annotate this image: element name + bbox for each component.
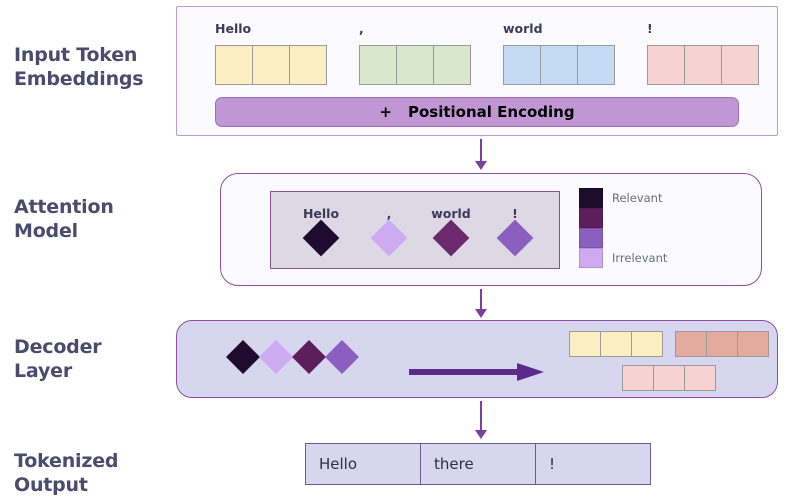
input-token-embeddings-panel: Hello, world! + Positional Encoding (176, 6, 778, 136)
attention-token-label: ! (512, 206, 518, 221)
attention-token: ! (483, 206, 547, 257)
arrow-decoder-to-output (474, 401, 488, 441)
attention-diamond-icon (370, 219, 408, 257)
embedding-cell (684, 45, 722, 85)
decoder-diamond-row (226, 340, 359, 374)
decoder-diamond-icon (292, 340, 326, 374)
decoder-diamond-icon (226, 340, 260, 374)
legend-row: Irrelevant (579, 248, 749, 268)
legend-row: Relevant (579, 188, 749, 208)
embedding-cell (647, 45, 685, 85)
arrow-input-to-attention (474, 139, 488, 171)
attention-token: Hello (289, 206, 353, 257)
embedding-cell (252, 45, 290, 85)
decoder-output-cell (622, 365, 654, 391)
input-token-embedding-group (215, 45, 327, 85)
input-token-label: world (503, 21, 543, 36)
attention-token-label: world (431, 206, 471, 221)
attention-diamond-icon (302, 219, 340, 257)
embedding-cell (503, 45, 541, 85)
input-token-label: ! (647, 21, 653, 36)
output-token-cell: there (420, 443, 536, 485)
output-token-cell: ! (535, 443, 651, 485)
input-token-embedding-group (647, 45, 759, 85)
decoder-output-cell (706, 331, 738, 357)
input-token-embedding-group (359, 45, 471, 85)
embedding-cell (215, 45, 253, 85)
decoder-output-cell (600, 331, 632, 357)
legend-swatch (579, 208, 603, 228)
embedding-cell (433, 45, 471, 85)
legend-swatch (579, 188, 603, 208)
legend-label: Irrelevant (612, 251, 668, 265)
decoder-output-cell (631, 331, 663, 357)
embedding-cell (396, 45, 434, 85)
input-token-embedding-group (503, 45, 615, 85)
decoder-output-group (675, 331, 769, 357)
legend-label: Relevant (612, 191, 663, 205)
attention-token: world (419, 206, 483, 257)
decoder-layer-panel (176, 320, 778, 398)
decoder-output-group (622, 365, 716, 391)
input-token-label: Hello (215, 21, 252, 36)
attention-token-box: Hello, world! (270, 191, 560, 269)
decoder-output-cell (653, 365, 685, 391)
positional-encoding-plus-sign: + (379, 103, 392, 121)
arrow-attention-to-decoder (474, 289, 488, 319)
legend-swatch (579, 248, 603, 268)
decoder-diamond-icon (259, 340, 293, 374)
attention-diamond-icon (496, 219, 534, 257)
legend-row (579, 208, 749, 228)
decoder-diamond-icon (325, 340, 359, 374)
legend-row (579, 228, 749, 248)
decoder-output-cell (569, 331, 601, 357)
attention-token-label: Hello (302, 206, 340, 221)
attention-token: , (357, 206, 421, 257)
decoder-output-group (569, 331, 663, 357)
output-token-cell: Hello (305, 443, 421, 485)
positional-encoding-bar: + Positional Encoding (215, 97, 739, 127)
embedding-cell (540, 45, 578, 85)
decoder-output-cell (684, 365, 716, 391)
embedding-cell (721, 45, 759, 85)
legend-swatch (579, 228, 603, 248)
positional-encoding-label: Positional Encoding (408, 103, 575, 121)
input-token-label: , (359, 21, 364, 36)
decoder-output-cell (737, 331, 769, 357)
attention-diamond-icon (432, 219, 470, 257)
embedding-cell (289, 45, 327, 85)
attention-token-label: , (386, 206, 392, 221)
decoder-right-arrow-icon (409, 363, 544, 381)
embedding-cell (577, 45, 615, 85)
section-label-tokenized-output: Tokenized Output (14, 450, 119, 496)
decoder-output-cell (675, 331, 707, 357)
embedding-cell (359, 45, 397, 85)
